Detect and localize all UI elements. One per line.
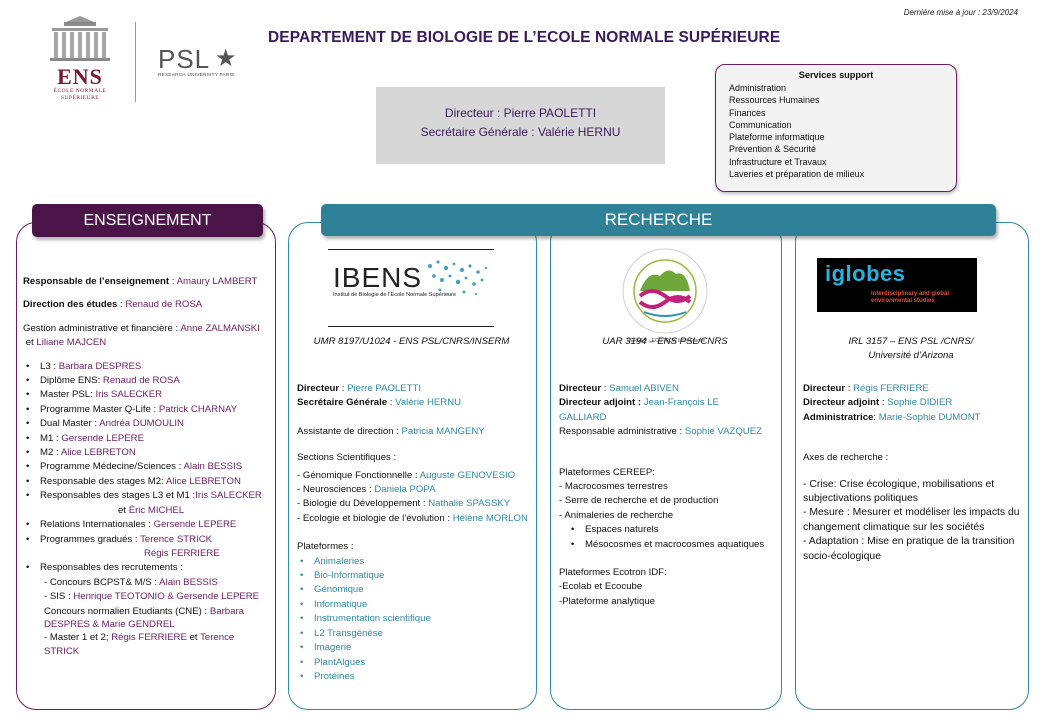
ens-logo-text: ENS: [57, 64, 103, 89]
service-item: Finances: [729, 107, 766, 118]
list-item: Diplôme ENS: Renaud de ROSA: [26, 374, 271, 389]
list-item: - Animaleries de recherche: [559, 509, 674, 521]
ens-building-icon: [50, 16, 110, 61]
enseignement-content: Responsable de l’enseignement : Amaury L…: [23, 275, 271, 659]
dots-pattern-icon: [428, 260, 488, 296]
recherche-header: RECHERCHE: [321, 204, 996, 236]
list-item: Responsables des stages L3 et M1 :Iris S…: [26, 489, 271, 518]
cereep-logo-caption: CEREEP · ECOTRON IleDeFrance: [626, 338, 706, 344]
list-item: L2 Transgénèse: [300, 627, 535, 642]
department-secretary: Secrétaire Générale : Valérie HERNU: [420, 125, 621, 139]
logo-separator: [135, 22, 136, 102]
list-item: Responsable des stages M2: Alice LEBRETO…: [26, 475, 271, 490]
list-item: -Ecolab et Ecocube: [559, 581, 643, 593]
cereep-content: Directeur : Samuel ABIVEN Directeur adjo…: [559, 382, 781, 609]
service-item: Ressources Humaines: [729, 95, 820, 106]
services-support-box: Services support Administration Ressourc…: [715, 64, 957, 192]
iglobes-content: Directeur : Régis FERRIERE Directeur adj…: [803, 382, 1021, 564]
list-item: Programme Master Q-Life : Patrick CHARNA…: [26, 403, 271, 418]
list-item: Animaleries: [300, 555, 535, 570]
list-item: Dual Master : Andréa DUMOULIN: [26, 417, 271, 432]
list-item: Génomique: [300, 583, 535, 598]
cereep-unit: UAR 3194 – ENS PSL/CNRS: [602, 336, 728, 347]
psl-logo-text: PSL: [158, 44, 211, 74]
service-item: Prévention & Sécurité: [729, 144, 817, 155]
list-item: - Macrocosmes terrestres: [559, 481, 668, 493]
divider: [328, 249, 494, 250]
list-item: Bio-Informatique: [300, 569, 535, 584]
ibens-content: Directeur : Pierre PAOLETTI Secrétaire G…: [297, 382, 535, 685]
ibens-logo: IBENS Institut de Biologie de l’Ecole No…: [333, 262, 457, 298]
service-item: Infrastructure et Travaux: [729, 156, 827, 167]
ibens-unit: UMR 8197/U1024 - ENS PSL/CNRS/INSERM: [313, 336, 510, 347]
cereep-logo: [622, 248, 708, 334]
service-item: Communication: [729, 119, 792, 130]
services-title: Services support: [798, 70, 874, 80]
page-title: DEPARTEMENT DE BIOLOGIE DE L’ECOLE NORMA…: [268, 29, 781, 46]
list-item: Programme Médecine/Sciences : Alain BESS…: [26, 460, 271, 475]
services-list: Administration Ressources Humaines Finan…: [716, 82, 956, 180]
service-item: Administration: [729, 83, 787, 93]
star-icon: ★: [215, 45, 237, 72]
department-direction-box: Directeur : Pierre PAOLETTI Secrétaire G…: [376, 87, 665, 164]
divider: [328, 326, 494, 327]
list-item: Instrumentation scientifique: [300, 612, 535, 627]
list-item: -Plateforme analytique: [559, 595, 655, 607]
list-item: Programmes gradués : Terence STRICKRégis…: [26, 533, 271, 562]
department-director: Directeur : Pierre PAOLETTI: [444, 106, 597, 120]
list-item: Master PSL: Iris SALECKER: [26, 388, 271, 403]
iglobes-unit: IRL 3157 – ENS PSL /CNRS/ Université d’A…: [848, 336, 974, 362]
list-item: M1 : Gersende LEPERE: [26, 432, 271, 447]
list-item: - Génomique Fonctionnelle : Auguste GENO…: [297, 469, 516, 481]
list-item: - Biologie du Développement : Nathalie S…: [297, 498, 511, 510]
service-item: Laveries et préparation de milieux: [729, 169, 865, 180]
list-item: L3 : Barbara DESPRES: [26, 360, 271, 375]
list-item: - Adaptation : Mise en pratique de la tr…: [803, 536, 1015, 562]
last-update-date: Dernière mise à jour : 23/9/2024: [903, 8, 1018, 17]
list-item: Responsables des recrutements :: [26, 561, 271, 576]
list-item: Imagerie: [300, 641, 535, 656]
iglobes-logo: iglobes interdisciplinary and global env…: [817, 258, 977, 312]
enseignement-header: ENSEIGNEMENT: [32, 204, 263, 237]
list-item: Espaces naturels: [571, 523, 781, 538]
list-item: Relations Internationales : Gersende LEP…: [26, 518, 271, 533]
list-item: PlantAlgues: [300, 656, 535, 671]
list-item: Mésocosmes et macrocosmes aquatiques: [571, 538, 781, 553]
list-item: - Mesure : Mesurer et modéliser les impa…: [803, 507, 1020, 533]
psl-logo-subtitle: RESEARCH UNIVERSITY PARIS: [158, 72, 235, 77]
list-item: - Serre de recherche et de production: [559, 495, 719, 507]
service-item: Plateforme informatique: [729, 132, 825, 143]
list-item: Protéines: [300, 670, 535, 685]
list-item: - Crise: Crise écologique, mobilisations…: [803, 478, 995, 505]
list-item: - Ecologie et biologie de l’évolution : …: [297, 512, 528, 524]
list-item: Informatique: [300, 598, 535, 613]
ens-logo-subtitle: ÉCOLE NORMALE SUPÉRIEURE: [53, 88, 107, 101]
list-item: - Neurosciences : Daniela POPA: [297, 484, 436, 496]
list-item: M2 : Alice LEBRETON: [26, 446, 271, 461]
